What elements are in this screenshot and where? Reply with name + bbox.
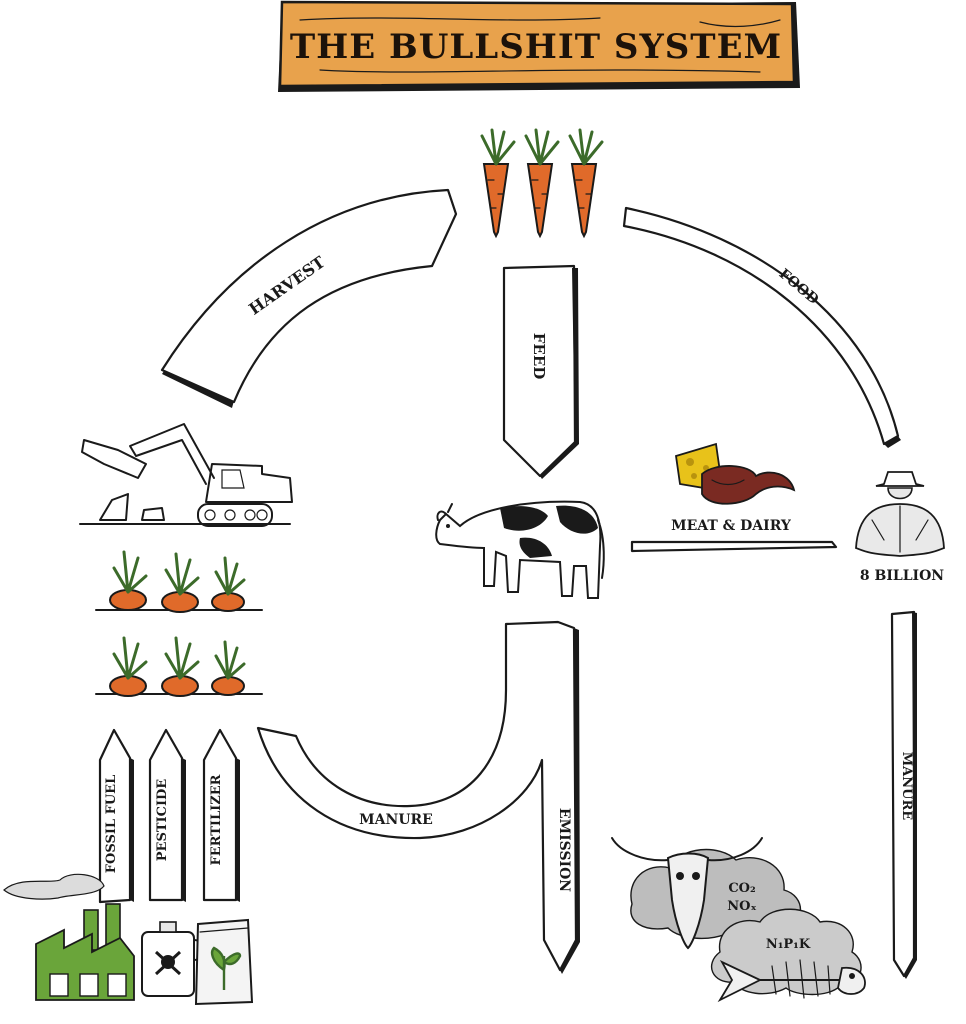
- carrot-icon: [568, 128, 604, 239]
- carrot-icon: [480, 128, 516, 239]
- right-manure-arrow: MANURE: [890, 610, 917, 979]
- pesticide-arrow: PESTICIDE: [148, 728, 186, 902]
- cattle-skull-icon: [611, 837, 763, 950]
- title-sign: THE BULLSHIT SYSTEM: [278, 0, 800, 92]
- npk-label: N₁P₁K: [766, 937, 811, 952]
- pesticide-canister-icon: [141, 921, 204, 997]
- farmer-icon: [855, 471, 945, 557]
- fertilizer-label: FERTILIZER: [209, 774, 224, 865]
- carrot-row-2: [109, 636, 246, 697]
- fertilizer-arrow: FERTILIZER: [202, 728, 240, 902]
- steak-icon: [701, 465, 796, 505]
- feed-arrow: FEED: [502, 264, 579, 479]
- fertilizer-bag-icon: [194, 918, 254, 1006]
- carrot-icon: [211, 640, 246, 696]
- fish-skeleton-icon: [717, 959, 866, 1003]
- nox-label: NOₓ: [727, 899, 756, 914]
- left-manure-label: MANURE: [359, 812, 433, 828]
- factory-icon: [3, 873, 135, 1001]
- meat-dairy-label: MEAT & DAIRY: [671, 518, 792, 534]
- harvest-plank: HARVEST: [160, 188, 458, 408]
- manure-emission-plank: MANURE EMISSION: [256, 620, 580, 974]
- carrot-icon: [524, 128, 560, 239]
- emission-label: EMISSION: [556, 808, 572, 892]
- carrot-icon: [161, 636, 200, 697]
- carrot-row-1: [109, 550, 246, 613]
- page-title: THE BULLSHIT SYSTEM: [290, 27, 782, 67]
- carrot-icon: [109, 636, 148, 697]
- fossil-fuel-arrow: FOSSIL FUEL: [98, 728, 134, 904]
- fossil-fuel-label: FOSSIL FUEL: [104, 775, 119, 873]
- carrot-bunch: [480, 128, 604, 239]
- feed-label: FEED: [530, 333, 548, 380]
- carrot-icon: [161, 552, 200, 613]
- population-label: 8 BILLION: [860, 568, 944, 584]
- excavator-icon: [79, 423, 293, 527]
- co2-label: CO₂: [728, 881, 755, 896]
- meat-dairy-plank: [630, 540, 838, 553]
- food-plank: FOOD: [622, 206, 901, 448]
- carrot-icon: [109, 550, 148, 611]
- meat-dairy-group: MEAT & DAIRY: [630, 442, 838, 553]
- right-manure-label: MANURE: [899, 752, 914, 821]
- cow-icon: [435, 500, 605, 599]
- pesticide-label: PESTICIDE: [155, 779, 170, 862]
- carrot-icon: [211, 556, 246, 612]
